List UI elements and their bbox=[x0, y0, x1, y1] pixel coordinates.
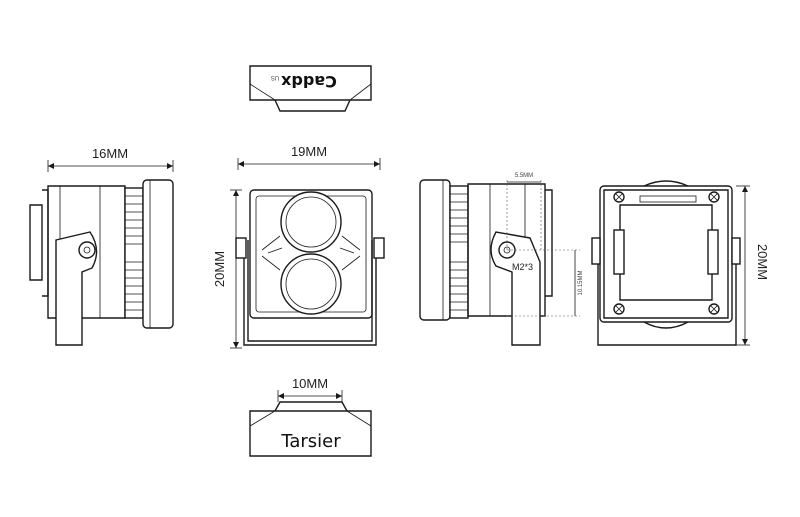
side-view: 16MM bbox=[29, 146, 174, 346]
top-logo-text: Caddx bbox=[280, 72, 336, 91]
top-logo-sup: US bbox=[271, 74, 279, 80]
side-view-mount: 5.5MM 10.15MM M2*3 bbox=[419, 173, 584, 346]
dim-rear-height: 20MM bbox=[755, 244, 770, 280]
dim-mount-offset: 5.5MM bbox=[515, 173, 533, 179]
dim-side-width: 16MM bbox=[92, 146, 128, 161]
dim-front-width: 19MM bbox=[291, 144, 327, 159]
bottom-view: 10MM Tarsier bbox=[249, 376, 372, 457]
dim-bottom-width: 10MM bbox=[292, 376, 328, 391]
front-view: 19MM 20MM bbox=[212, 144, 385, 349]
rear-view: 20MM bbox=[591, 180, 770, 346]
top-view: Caddx US bbox=[249, 65, 372, 112]
dim-front-height: 20MM bbox=[212, 251, 227, 287]
screw-spec: M2*3 bbox=[512, 262, 533, 272]
dim-mount-depth: 10.15MM bbox=[578, 270, 584, 295]
bottom-logo-text: Tarsier bbox=[280, 431, 341, 452]
